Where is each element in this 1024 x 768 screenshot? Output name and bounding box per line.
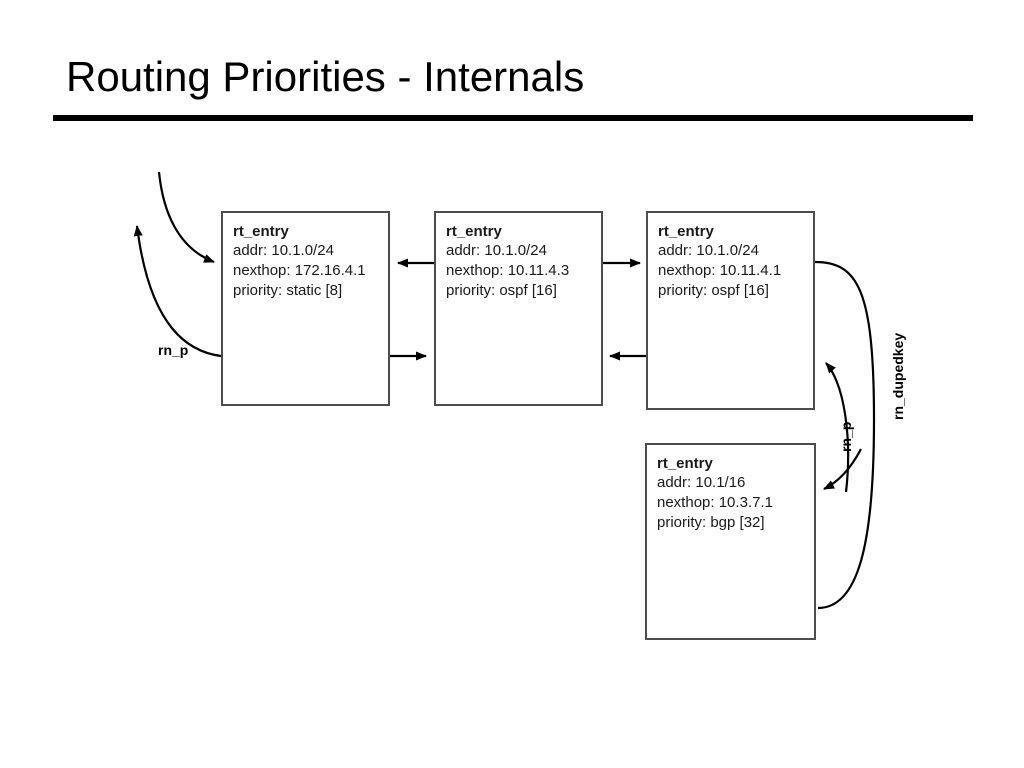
- rt-entry-nexthop: nexthop: 10.3.7.1: [657, 494, 773, 511]
- rt-entry-box-3[interactable]: rt_entry addr: 10.1.0/24 nexthop: 10.11.…: [646, 211, 815, 410]
- rt-entry-struct-name: rt_entry: [658, 223, 714, 240]
- rt-entry-addr: addr: 10.1.0/24: [446, 242, 547, 259]
- rt-entry-box-1[interactable]: rt_entry addr: 10.1.0/24 nexthop: 172.16…: [221, 211, 390, 406]
- edge-label-rn-dupedkey: rn_dupedkey: [890, 332, 906, 420]
- rt-entry-addr: addr: 10.1.0/24: [233, 242, 334, 259]
- rt-entry-priority: priority: static [8]: [233, 282, 343, 299]
- rt-entry-struct-name: rt_entry: [446, 223, 502, 240]
- rt-entry-addr: addr: 10.1/16: [657, 474, 746, 491]
- connector-incoming-pointer-into-node-1: [157, 171, 215, 264]
- edge-label-rn-p-left: rn_p: [158, 342, 189, 358]
- connector-rn-p-out-of-node-1: [133, 225, 222, 358]
- rt-entry-box-2[interactable]: rt_entry addr: 10.1.0/24 nexthop: 10.11.…: [434, 211, 603, 406]
- rt-entry-nexthop: nexthop: 10.11.4.3: [446, 262, 570, 279]
- rt-entry-nexthop: nexthop: 172.16.4.1: [233, 262, 366, 279]
- rt-entry-priority: priority: bgp [32]: [657, 514, 765, 531]
- title-underline-rule: [53, 115, 973, 121]
- connector-rn-p-node-4-to-node-3: [825, 362, 850, 493]
- rt-entry-struct-name: rt_entry: [657, 455, 713, 472]
- page-title: Routing Priorities - Internals: [66, 53, 585, 100]
- edge-label-rn-p-right: rn_p: [838, 421, 854, 452]
- rt-entry-nexthop: nexthop: 10.11.4.1: [658, 262, 782, 279]
- rt-entry-priority: priority: ospf [16]: [446, 282, 557, 299]
- rt-entry-struct-name: rt_entry: [233, 223, 289, 240]
- rt-entry-priority: priority: ospf [16]: [658, 282, 769, 299]
- rt-entry-addr: addr: 10.1.0/24: [658, 242, 759, 259]
- connector-rn-dupedkey-arrowhead-into-node-4: [823, 448, 862, 490]
- rt-entry-box-4[interactable]: rt_entry addr: 10.1/16 nexthop: 10.3.7.1…: [645, 443, 816, 640]
- connector-rn-dupedkey-node-3-to-node-4: [814, 260, 876, 610]
